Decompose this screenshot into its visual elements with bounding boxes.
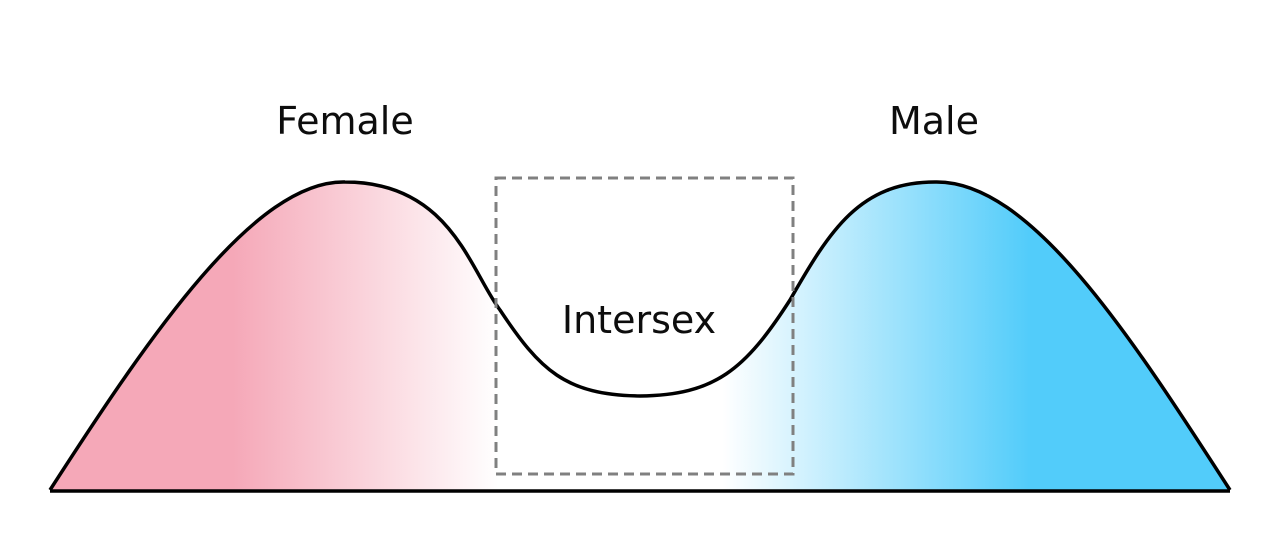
intersex-dashed-box	[494, 176, 795, 476]
intersex-label: Intersex	[562, 298, 716, 342]
distribution-curve-fill	[50, 181, 1230, 491]
female-label: Female	[276, 99, 413, 143]
male-label: Male	[889, 99, 979, 143]
distribution-curve-outline	[48, 180, 1232, 491]
